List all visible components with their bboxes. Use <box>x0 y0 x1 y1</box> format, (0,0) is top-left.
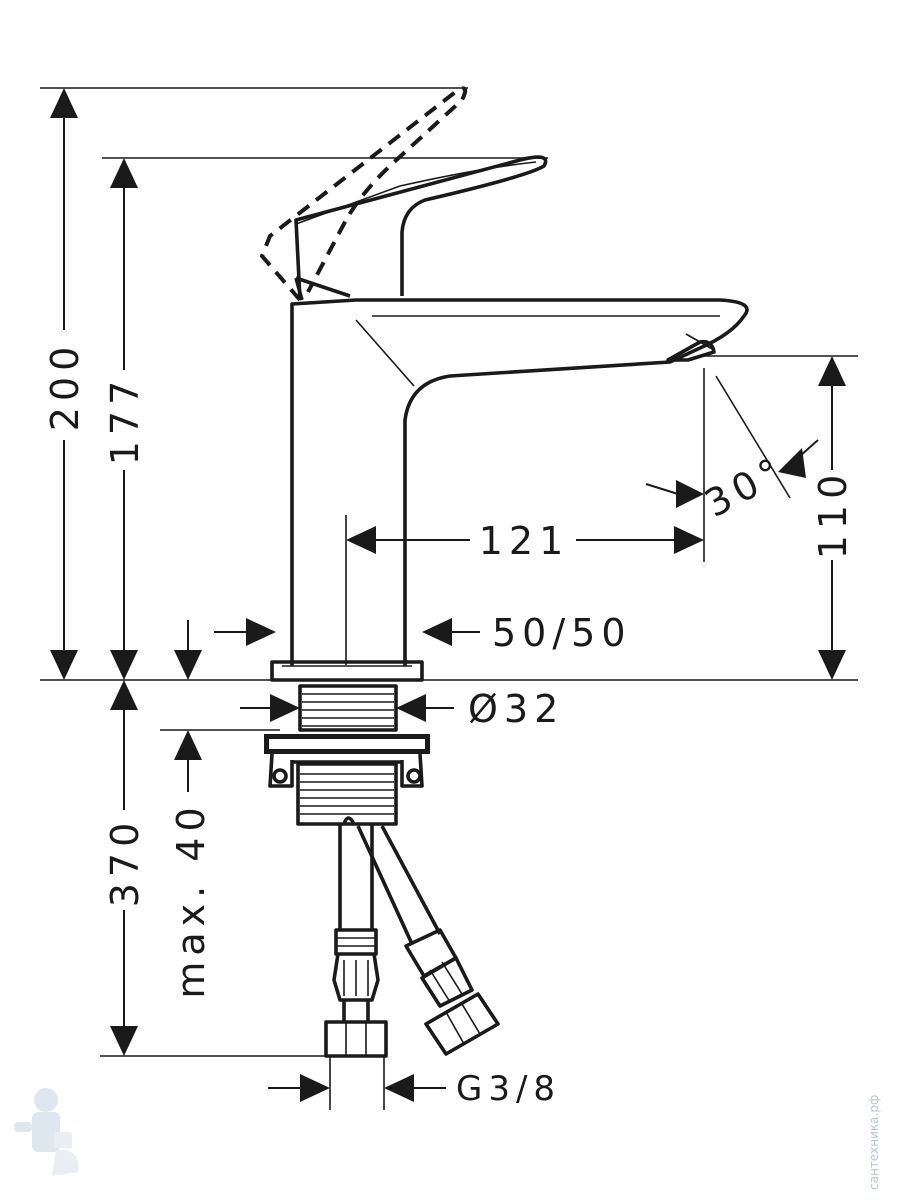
supply-hoses <box>324 824 500 1058</box>
dimension-d32 <box>240 694 454 722</box>
label-50-50: 50/50 <box>492 611 632 655</box>
label-200: 200 <box>43 341 87 432</box>
watermark-logo <box>14 1088 79 1176</box>
label-177: 177 <box>103 375 147 466</box>
dimension-50-50 <box>214 618 480 646</box>
label-121: 121 <box>479 519 570 563</box>
label-370: 370 <box>103 817 147 908</box>
dimension-110 <box>818 356 846 680</box>
dimension-177 <box>110 158 138 680</box>
label-d32: Ø32 <box>468 687 564 731</box>
label-110: 110 <box>811 469 855 560</box>
label-max40: max. 40 <box>169 801 213 998</box>
dimension-30deg <box>645 375 819 508</box>
dimension-200 <box>50 88 78 680</box>
extension-lines <box>40 87 858 1110</box>
dimension-max40 <box>174 620 202 792</box>
label-30deg: 30° <box>698 447 794 526</box>
label-g38: G3/8 <box>456 1069 561 1109</box>
dimension-g38 <box>268 1074 446 1102</box>
watermark-text: сантехника.рф <box>867 1095 881 1190</box>
dimension-121 <box>346 526 704 554</box>
faucet-outline <box>259 86 749 682</box>
dimension-370 <box>110 680 138 1056</box>
